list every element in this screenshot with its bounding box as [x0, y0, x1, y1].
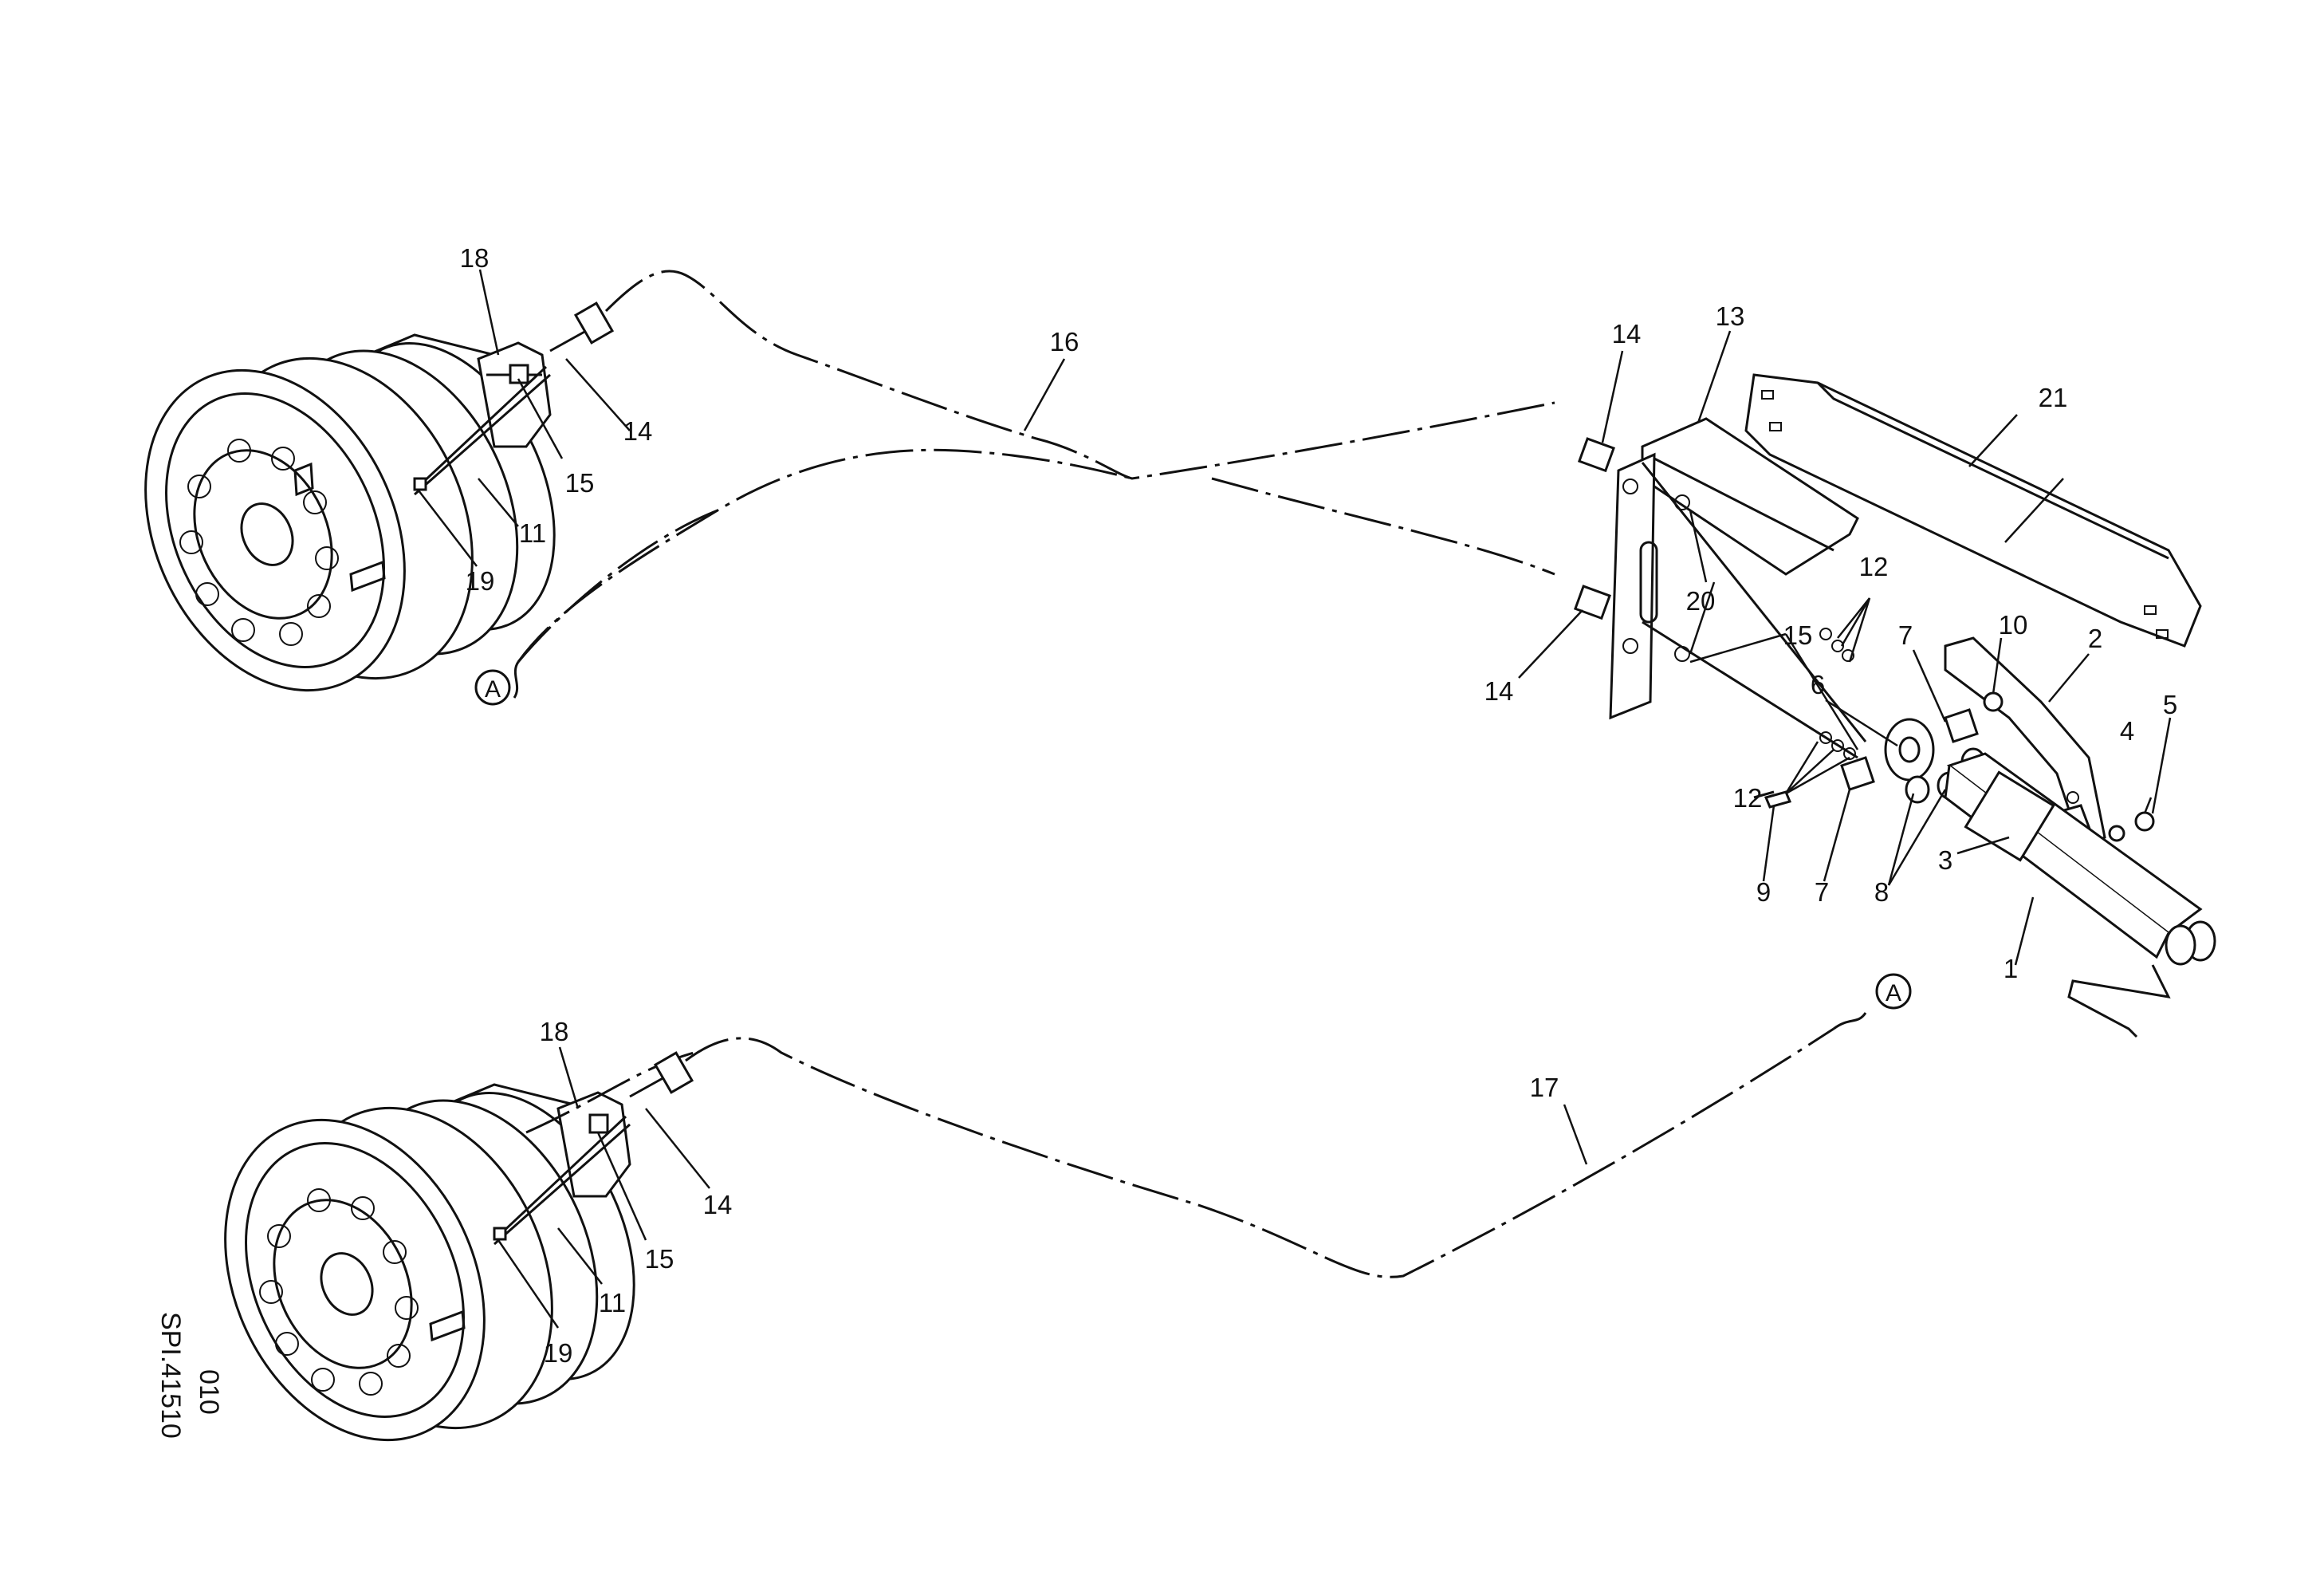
reference-marker-lower: A [1875, 973, 1912, 1010]
callout-7-lower: 7 [1815, 877, 1829, 907]
callout-11-upper: 11 [519, 518, 546, 548]
svg-text:SPI.41510: SPI.41510 [155, 1312, 186, 1439]
svg-text:A: A [1886, 980, 1901, 1006]
cable-a-return-upper [513, 448, 1133, 699]
callout-20: 20 [1686, 586, 1716, 616]
sheet-code: SPI.41510 010 [155, 1312, 224, 1439]
callout-15-upper: 15 [565, 468, 595, 498]
jack-tube-1 [1944, 752, 2216, 1038]
callout-17: 17 [1530, 1073, 1559, 1102]
callout-14-mid: 14 [1484, 676, 1514, 706]
lower-wheel-hub [224, 1083, 635, 1442]
cable-17 [629, 1012, 1867, 1278]
bracket-13 [1573, 417, 1867, 759]
callout-18-lower: 18 [540, 1017, 569, 1046]
callout-19-upper: 19 [466, 566, 495, 596]
callout-16: 16 [1050, 327, 1079, 356]
callout-2: 2 [2088, 624, 2102, 653]
svg-text:A: A [485, 676, 501, 703]
callout-11-lower: 11 [599, 1288, 626, 1317]
callout-13: 13 [1716, 301, 1745, 331]
callout-8: 8 [1874, 877, 1889, 907]
callout-1: 1 [2004, 954, 2018, 983]
callout-18-upper: 18 [460, 243, 490, 273]
callout-15-mid: 15 [1783, 620, 1813, 650]
callout-12-lower: 12 [1733, 783, 1763, 813]
svg-text:010: 010 [194, 1369, 224, 1415]
upper-wheel-hub [144, 333, 556, 692]
callout-14-lower: 14 [703, 1190, 733, 1219]
callout-9: 9 [1756, 877, 1771, 907]
callout-15-lower: 15 [645, 1244, 674, 1274]
callout-5: 5 [2163, 690, 2177, 719]
callout-14-top: 14 [1612, 319, 1642, 349]
plate-21 [1744, 373, 2202, 648]
callout-4: 4 [2120, 716, 2134, 746]
callout-14-upper: 14 [623, 416, 653, 446]
callout-10: 10 [1999, 610, 2028, 640]
callout-19-lower: 19 [544, 1338, 573, 1368]
callout-6: 6 [1811, 670, 1825, 699]
callout-12-upper: 12 [1859, 552, 1889, 581]
callout-leaders [418, 269, 2172, 1329]
callout-labels: 18 14 15 11 19 16 14 13 21 14 20 15 12 6… [460, 243, 2178, 1368]
callout-3: 3 [1938, 845, 1952, 875]
reference-marker-upper: A [474, 669, 511, 706]
callout-21: 21 [2039, 383, 2068, 412]
callout-7-upper: 7 [1898, 620, 1913, 650]
